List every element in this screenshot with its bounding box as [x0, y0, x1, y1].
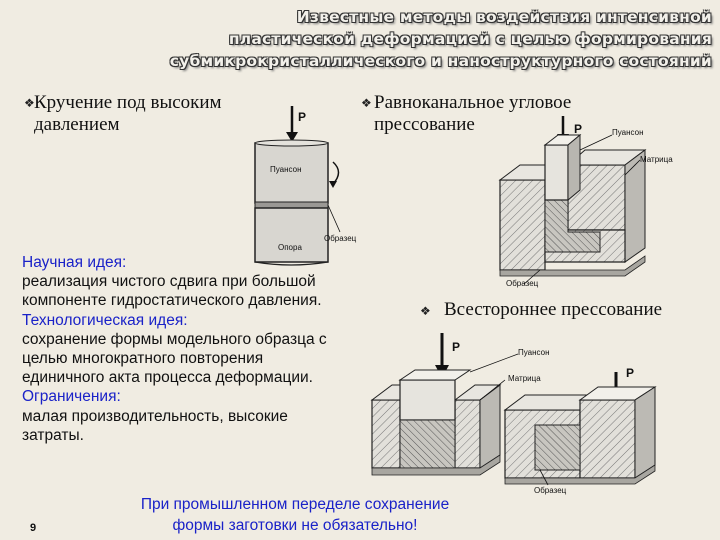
slide-title: Известные методы воздействия интенсивной…	[152, 6, 712, 72]
idea-line: сохранение формы модельного образца с	[22, 330, 327, 348]
bullet-hpt-line-1: Кручение под высоким	[34, 92, 222, 113]
bullet-ecap: Равноканальное угловое прессование	[374, 92, 571, 136]
idea-heading-tech: Технологическая идея:	[22, 311, 188, 329]
footer-line-2: формы заготовки не обязательно!	[172, 517, 418, 534]
idea-heading-limits: Ограничения:	[22, 388, 121, 406]
bullet-multi: Всестороннее прессование	[444, 299, 663, 320]
ecap-force-label: P	[574, 122, 583, 136]
multi-force-left-label: P	[452, 340, 461, 354]
footer-note: При промышленном переделе сохранение фор…	[110, 494, 480, 536]
diamond-bullet-icon: ❖	[420, 304, 431, 318]
bullet-ecap-line-1: Равноканальное угловое	[374, 92, 572, 113]
bullet-hpt: Кручение под высоким давлением	[34, 92, 222, 136]
hpt-support-label: Опора	[278, 243, 302, 252]
idea-heading-scientific: Научная идея:	[22, 254, 127, 271]
title-line-1: Известные методы воздействия интенсивной	[296, 8, 712, 26]
hpt-force-label: P	[298, 110, 307, 124]
hpt-sample-label: Образец	[324, 234, 357, 243]
diamond-bullet-icon: ❖	[361, 96, 372, 110]
idea-line: малая производительность, высокие	[22, 407, 288, 425]
diamond-bullet-icon: ❖	[24, 96, 35, 110]
ecap-matrix-label: Матрица	[640, 155, 673, 164]
multi-force-right-label: P	[626, 366, 635, 380]
ecap-punch-label: Пуансон	[612, 128, 644, 137]
title-line-2: пластической деформацией с целью формиро…	[228, 30, 712, 48]
hpt-punch-label: Пуансон	[270, 165, 302, 174]
idea-line: реализация чистого сдвига при большой	[22, 273, 316, 291]
multi-matrix-label: Матрица	[508, 374, 541, 383]
bullet-hpt-line-2: давлением	[34, 114, 120, 135]
title-line-3: субмикрокристаллического и наноструктурн…	[169, 52, 712, 70]
idea-text: Научная идея: реализация чистого сдвига …	[22, 253, 392, 445]
multi-punch-label: Пуансон	[518, 348, 550, 357]
bullet-ecap-line-2: прессование	[374, 114, 475, 135]
idea-line: компоненте гидростатического давления.	[22, 292, 322, 310]
multi-sample-label: Образец	[534, 486, 567, 495]
footer-line-1: При промышленном переделе сохранение	[140, 496, 450, 513]
idea-line: целью многократного повторения	[22, 350, 264, 368]
page-number: 9	[30, 522, 37, 534]
ecap-sample-label: Образец	[506, 279, 539, 288]
idea-line: затраты.	[22, 426, 84, 444]
idea-line: единичного акта процесса деформации.	[22, 369, 313, 387]
